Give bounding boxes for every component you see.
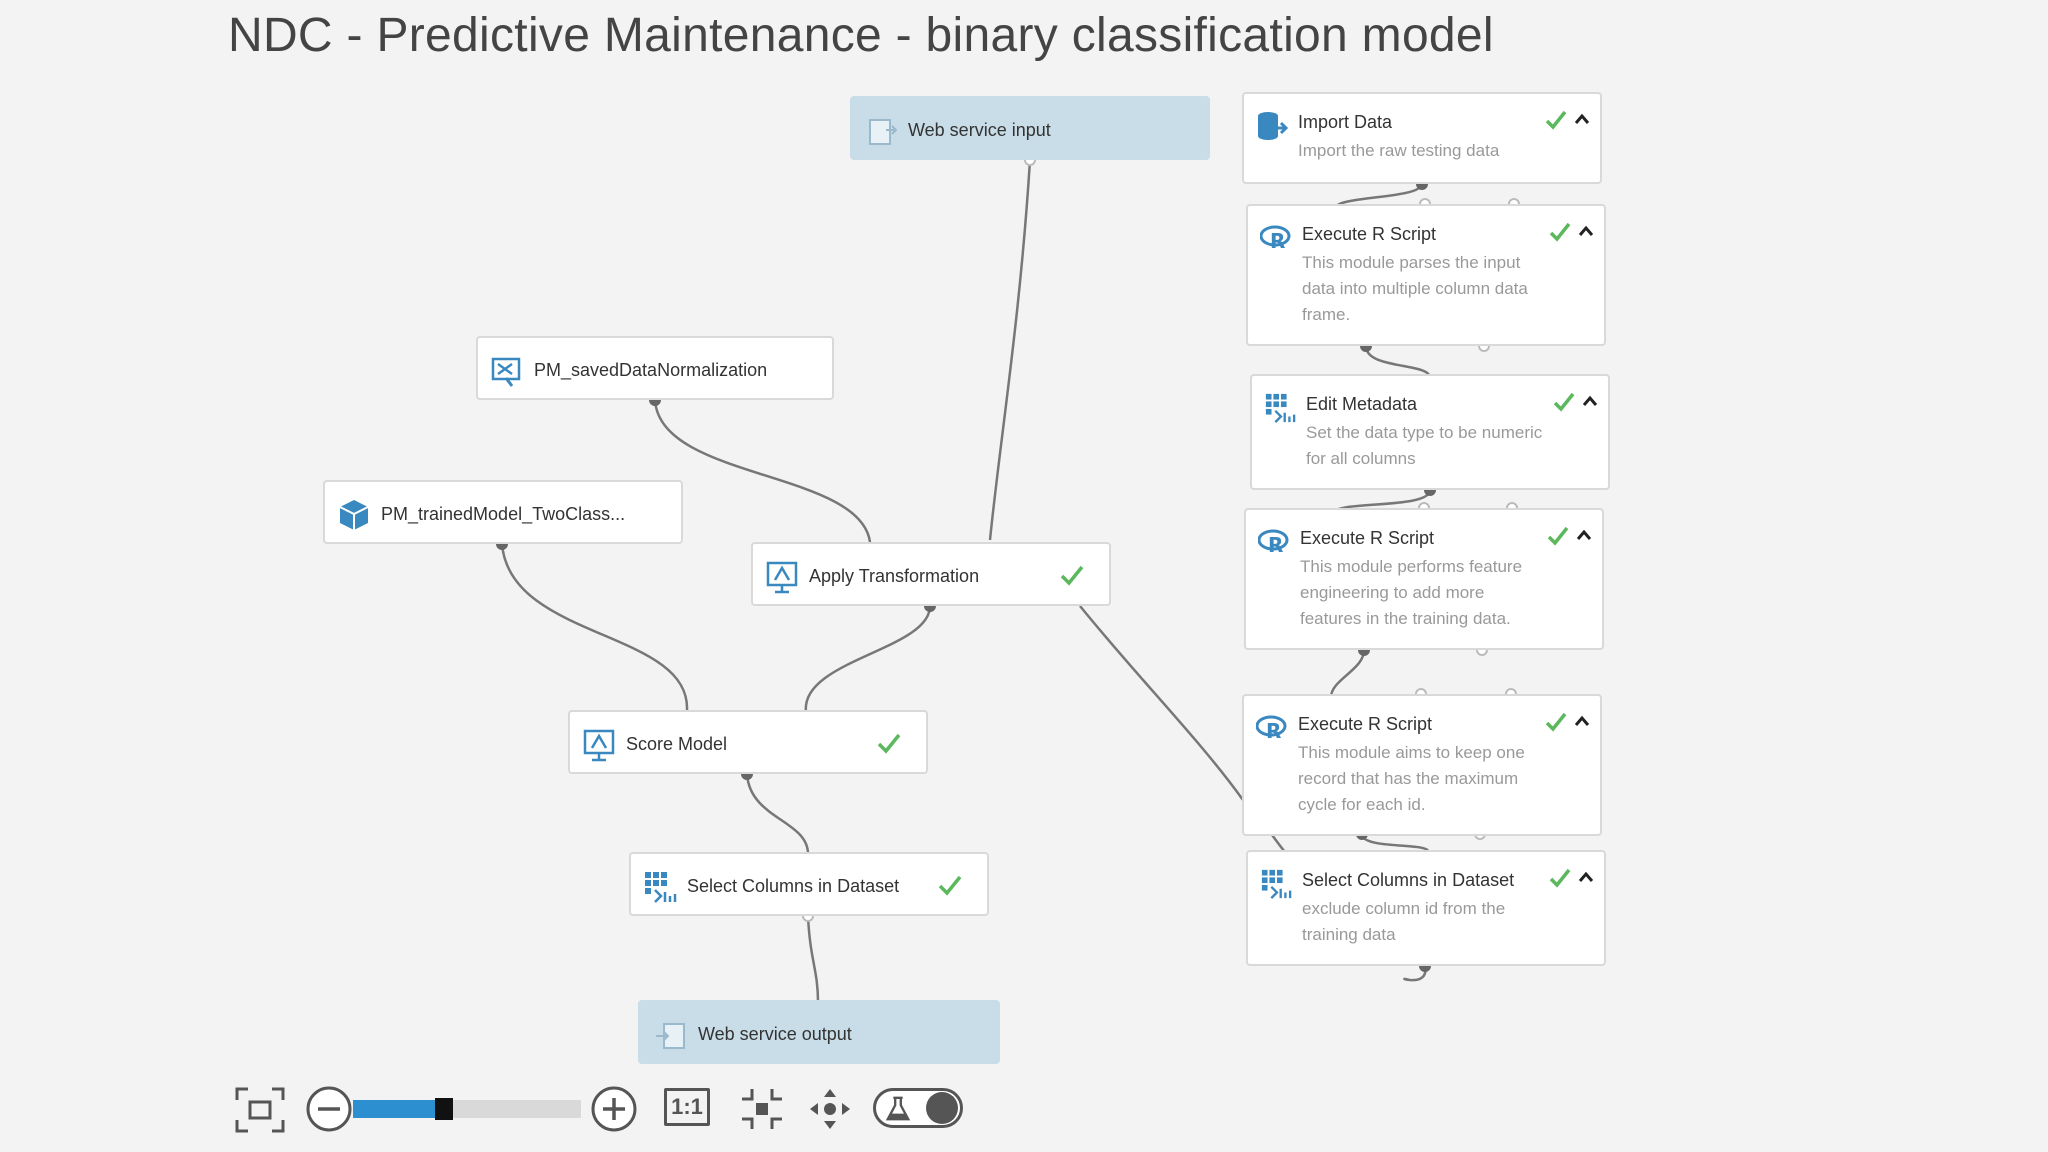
apply-transformation-check-icon (1060, 565, 1084, 586)
zoom-in-icon[interactable] (590, 1085, 638, 1133)
page-title: NDC - Predictive Maintenance - binary cl… (228, 9, 1494, 62)
collapse-caret-icon[interactable] (1576, 528, 1592, 542)
svg-text:R: R (1268, 533, 1283, 557)
select-columns-icon (1261, 869, 1292, 899)
score-model-check-icon (877, 733, 901, 754)
execute-r-script-desc-1: This module parses the input data into m… (1302, 253, 1528, 324)
execute-r-script-node-3[interactable]: R Execute R Script This module aims to k… (1242, 694, 1602, 836)
collapse-caret-icon[interactable] (1582, 394, 1598, 408)
score-model-node[interactable]: Score Model (568, 710, 928, 774)
execute-r-script-label-2: Execute R Script (1300, 528, 1435, 548)
execute-r-script-desc-3: This module aims to keep one record that… (1298, 743, 1525, 814)
import-data-node[interactable]: Import Data Import the raw testing data (1242, 92, 1602, 184)
import-data-icon (1258, 112, 1288, 140)
import-data-label: Import Data (1298, 112, 1393, 132)
select-columns-icon (645, 872, 677, 903)
web-service-input-node[interactable]: Web service input (850, 96, 1210, 160)
score-model-label: Score Model (626, 734, 728, 754)
edit-metadata-label: Edit Metadata (1306, 394, 1418, 414)
fit-icon[interactable] (740, 1087, 784, 1131)
select-columns-right-check-icon (1549, 868, 1571, 888)
select-columns-right-label: Select Columns in Dataset (1302, 870, 1515, 890)
execute-r-script-label-3: Execute R Script (1298, 714, 1433, 734)
collapse-caret-icon[interactable] (1574, 714, 1590, 728)
fit-to-screen-icon[interactable] (234, 1086, 286, 1134)
collapse-caret-icon[interactable] (1578, 224, 1594, 238)
web-service-output-label: Web service output (698, 1024, 852, 1044)
collapse-caret-icon[interactable] (1578, 870, 1594, 884)
r-script-icon: R (1260, 225, 1291, 253)
execute-r-script-check-icon-3 (1545, 712, 1567, 732)
r-script-icon: R (1258, 529, 1289, 557)
score-model-icon (583, 729, 615, 762)
transform-icon (491, 357, 521, 387)
actual-size-button[interactable]: 1:1 (664, 1088, 710, 1126)
execute-r-script-label-1: Execute R Script (1302, 224, 1437, 244)
zoom-slider-thumb[interactable] (435, 1098, 454, 1120)
select-columns-right-node[interactable]: Select Columns in Dataset exclude column… (1246, 850, 1606, 966)
pm-trained-model-label: PM_trainedModel_TwoClass... (381, 504, 626, 524)
pm-saved-data-normalization-node[interactable]: PM_savedDataNormalization (476, 336, 834, 400)
web-service-input-label: Web service input (908, 120, 1051, 140)
select-columns-left-label: Select Columns in Dataset (687, 876, 900, 896)
edit-metadata-node[interactable]: Edit Metadata Set the data type to be nu… (1250, 374, 1610, 490)
apply-transformation-label: Apply Transformation (809, 566, 980, 586)
apply-transformation-node[interactable]: Apply Transformation (751, 542, 1111, 606)
collapse-caret-icon[interactable] (1574, 112, 1590, 126)
pm-saved-data-normalization-label: PM_savedDataNormalization (534, 360, 768, 380)
web-service-output-icon (656, 1023, 685, 1049)
web-service-output-node[interactable]: Web service output (638, 1000, 1000, 1064)
trained-model-icon (339, 500, 369, 530)
zoom-slider-fill (353, 1100, 438, 1118)
select-columns-left-check-icon (938, 875, 962, 896)
pan-icon[interactable] (808, 1087, 852, 1131)
execute-r-script-check-icon-1 (1549, 222, 1571, 242)
execute-r-script-node-1[interactable]: R Execute R Script This module parses th… (1246, 204, 1606, 346)
edit-metadata-check-icon (1553, 392, 1575, 412)
actual-size-label: 1:1 (671, 1094, 703, 1119)
execute-r-script-node-2[interactable]: R Execute R Script This module performs … (1244, 508, 1604, 650)
execute-r-script-check-icon-2 (1547, 526, 1569, 546)
experiment-view-toggle[interactable] (873, 1088, 963, 1128)
pm-trained-model-node[interactable]: PM_trainedModel_TwoClass... (323, 480, 683, 544)
svg-text:R: R (1266, 719, 1281, 743)
edit-metadata-icon (1265, 393, 1296, 423)
r-script-icon: R (1256, 715, 1287, 743)
import-data-desc: Import the raw testing data (1298, 141, 1500, 160)
experiment-toggle-icon (885, 1096, 911, 1121)
select-columns-left-node[interactable]: Select Columns in Dataset (629, 852, 989, 916)
svg-text:R: R (1270, 229, 1285, 253)
zoom-out-icon[interactable] (305, 1085, 353, 1133)
select-columns-right-desc: exclude column id from the training data (1302, 899, 1506, 944)
web-service-input-icon (869, 119, 898, 145)
apply-transformation-icon (766, 561, 798, 594)
toggle-knob (926, 1092, 958, 1124)
execute-r-script-desc-2: This module performs feature engineering… (1300, 557, 1523, 628)
edit-metadata-desc: Set the data type to be numeric for all … (1306, 423, 1543, 468)
import-data-check-icon (1545, 110, 1567, 130)
